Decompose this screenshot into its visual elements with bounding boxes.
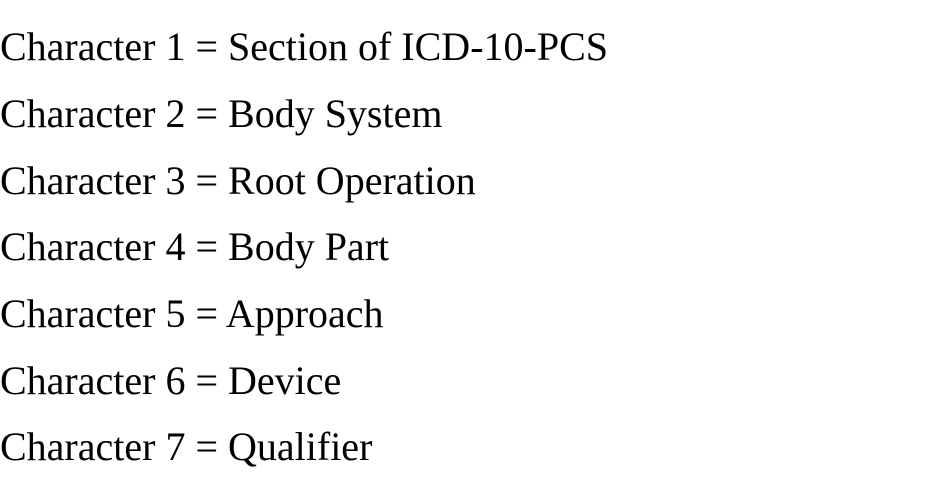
character-5-line: Character 5 = Approach (0, 291, 384, 336)
character-1-line: Character 1 = Section of ICD-10-PCS (0, 24, 609, 69)
character-2-line: Character 2 = Body System (0, 91, 443, 136)
character-7-line: Character 7 = Qualifier (0, 424, 373, 469)
character-6-line: Character 6 = Device (0, 358, 342, 403)
character-4-line: Character 4 = Body Part (0, 224, 390, 269)
character-3-line: Character 3 = Root Operation (0, 158, 476, 203)
